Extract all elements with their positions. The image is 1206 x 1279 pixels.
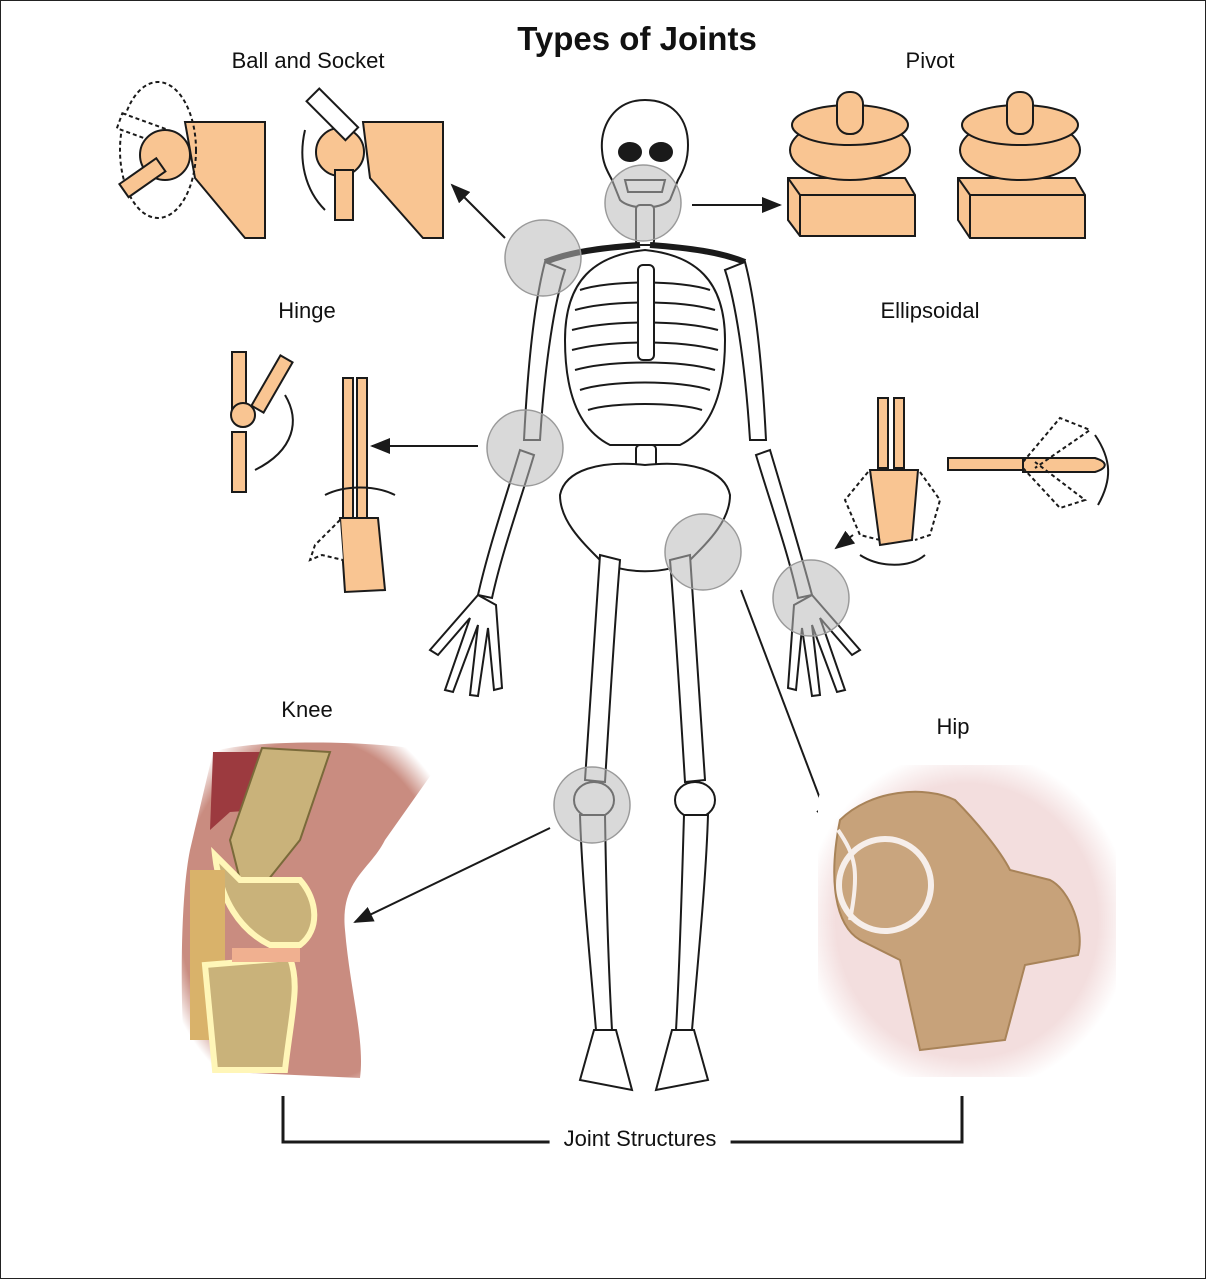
- wrist-highlight: [773, 560, 849, 636]
- hinge-illustration: [231, 352, 395, 592]
- arrow-to-knee: [355, 828, 550, 922]
- page-title: Types of Joints: [517, 20, 757, 58]
- ellipsoidal-illustration: [845, 398, 1108, 565]
- elbow-highlight: [487, 410, 563, 486]
- label-pivot: Pivot: [906, 48, 955, 74]
- hip-illustration: [818, 765, 1116, 1077]
- pivot-illustration: [788, 92, 1085, 238]
- ball-socket-illustration: [117, 82, 443, 238]
- shoulder-highlight: [505, 220, 581, 296]
- knee-highlight: [554, 767, 630, 843]
- hip-highlight: [665, 514, 741, 590]
- label-hip: Hip: [936, 714, 969, 740]
- label-hinge: Hinge: [278, 298, 335, 324]
- knee-illustration: [182, 743, 445, 1078]
- label-ellipsoidal: Ellipsoidal: [880, 298, 979, 324]
- label-knee: Knee: [281, 697, 332, 723]
- arrow-to-ellipsoidal: [836, 535, 853, 548]
- label-ball-and-socket: Ball and Socket: [232, 48, 385, 74]
- arrow-to-ball-socket: [452, 185, 505, 238]
- neck-highlight: [605, 165, 681, 241]
- label-joint-structures: Joint Structures: [550, 1126, 731, 1152]
